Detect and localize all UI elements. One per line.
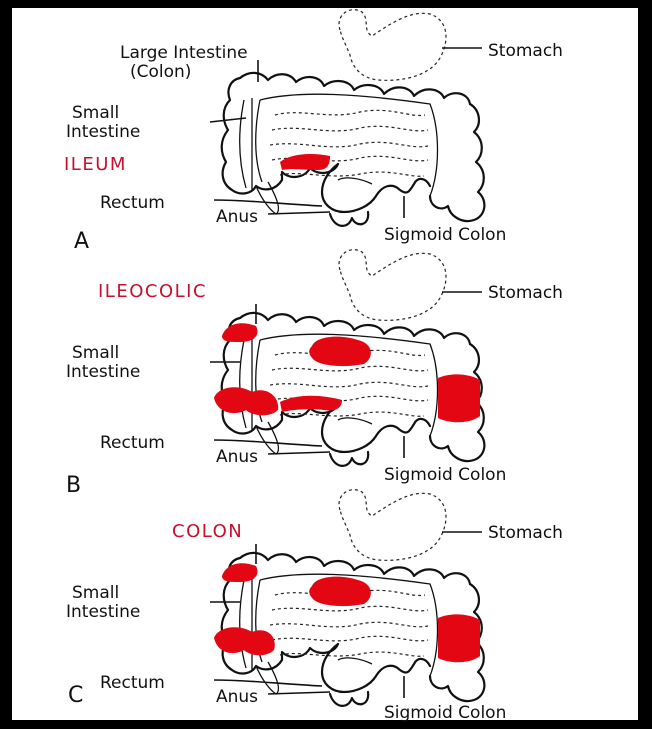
rectum-label-b: Rectum <box>100 433 165 453</box>
colon-highlight-1 <box>222 563 257 582</box>
small-label-c: Small <box>72 583 119 603</box>
highlight-label-a: ILEUM <box>64 154 127 175</box>
anus-label-c: Anus <box>216 687 258 707</box>
anus-label-a: Anus <box>216 207 258 227</box>
small-label-b: Small <box>72 343 119 363</box>
ileocolic-highlight-5 <box>438 374 480 422</box>
sigmoid-label-c: Sigmoid Colon <box>384 703 506 723</box>
panel-a <box>210 10 484 226</box>
panel-letter-c: C <box>68 683 83 708</box>
ileum-highlight <box>280 154 330 170</box>
panel-b <box>210 250 484 466</box>
colon-highlight-2 <box>309 577 371 606</box>
intestine-label-c: Intestine <box>66 602 140 622</box>
sigmoid-label-b: Sigmoid Colon <box>384 465 506 485</box>
panel-letter-b: B <box>66 473 81 498</box>
large-intestine-label: Large Intestine <box>120 43 248 63</box>
stomach-label-c: Stomach <box>488 523 563 543</box>
highlight-label-b: ILEOCOLIC <box>98 281 207 302</box>
ileocolic-highlight-1 <box>222 323 257 342</box>
highlight-label-c: COLON <box>172 521 243 542</box>
intestine-label-b: Intestine <box>66 362 140 382</box>
stomach-label-a: Stomach <box>488 41 563 61</box>
panel-c <box>210 490 484 706</box>
colon-highlight-4 <box>438 614 480 662</box>
anus-label-b: Anus <box>216 447 258 467</box>
intestine-label-a: Intestine <box>66 122 140 142</box>
small-label-a: Small <box>72 103 119 123</box>
ileocolic-highlight-2 <box>309 337 371 366</box>
rectum-label-a: Rectum <box>100 193 165 213</box>
stomach-label-b: Stomach <box>488 283 563 303</box>
sigmoid-label-a: Sigmoid Colon <box>384 225 506 245</box>
panel-letter-a: A <box>74 229 89 254</box>
colon-paren-label: (Colon) <box>130 62 191 82</box>
rectum-label-c: Rectum <box>100 673 165 693</box>
